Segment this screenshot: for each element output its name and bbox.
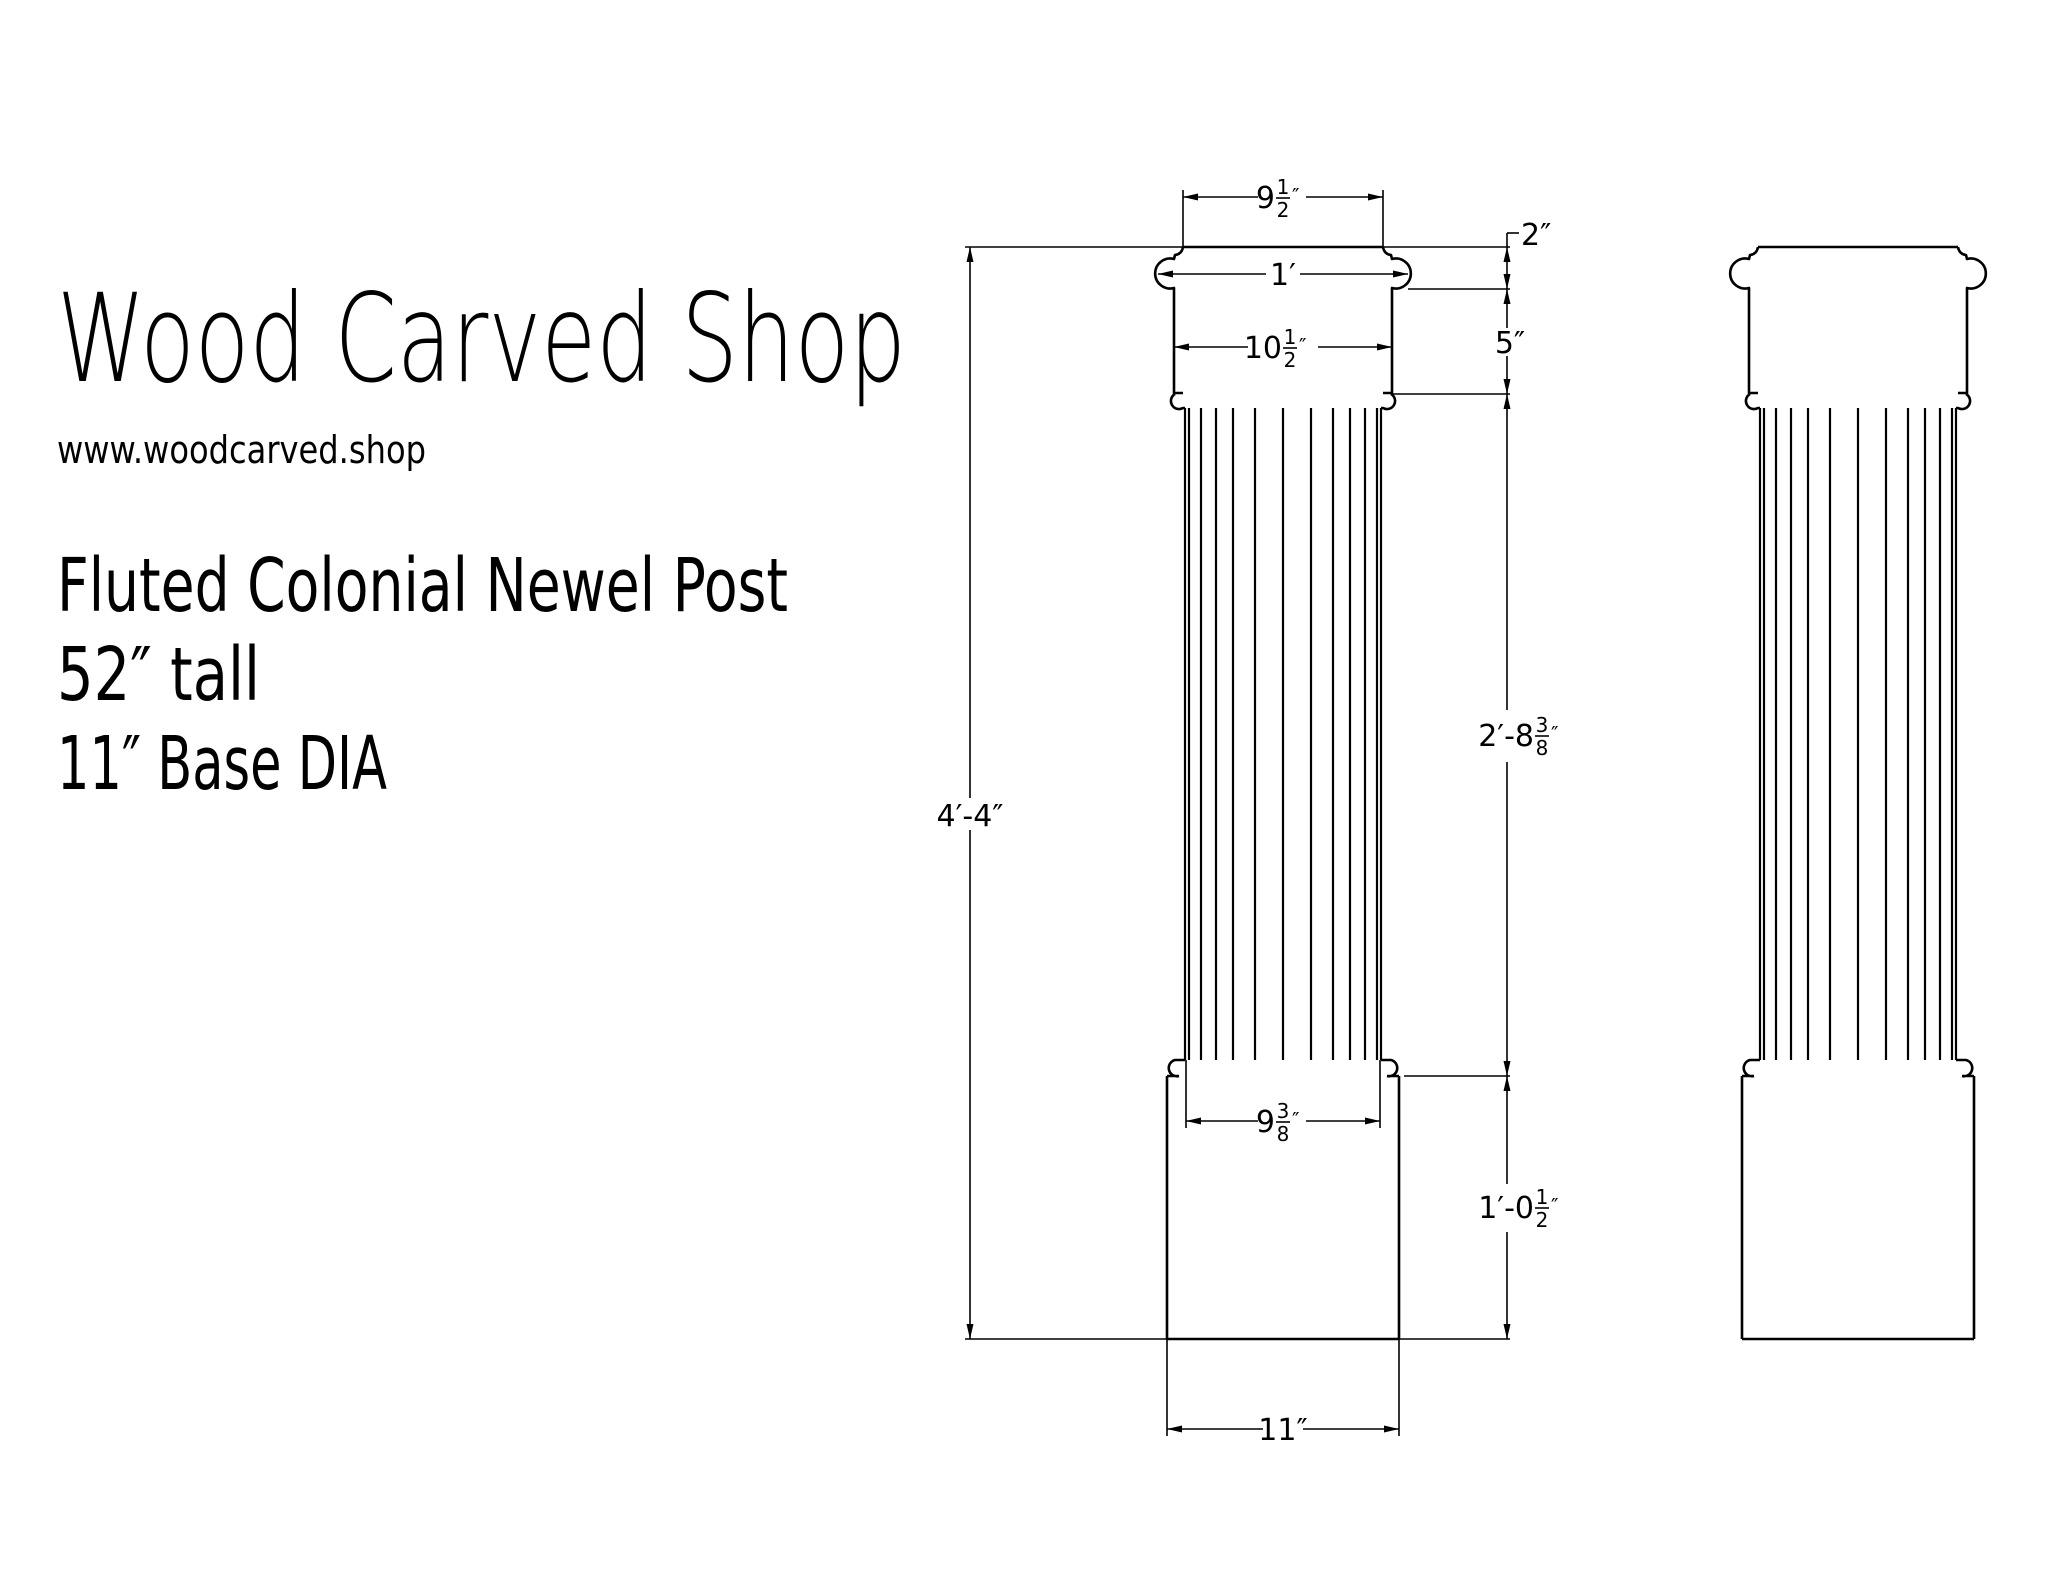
product-name: Fluted Colonial Newel Post xyxy=(57,543,788,629)
title-block: Wood Carved Shop www.woodcarved.shop Flu… xyxy=(57,268,906,807)
top-width-label-whole: 9 xyxy=(1256,181,1275,216)
cap-height-label: 2″ xyxy=(1521,218,1551,253)
shaft-height-label-denominator: 8 xyxy=(1536,736,1549,760)
left-profile xyxy=(1153,246,1185,1339)
shaft-width-label-numerator: 3 xyxy=(1277,1099,1290,1123)
arrowhead xyxy=(1174,343,1189,351)
shaft-width-label-denominator: 8 xyxy=(1277,1122,1290,1146)
arrowhead xyxy=(1377,343,1392,351)
right-profile xyxy=(1956,246,1988,1339)
base-height-label-whole: 1′-0 xyxy=(1478,1191,1534,1226)
shaft-width-label-unit: ″ xyxy=(1292,1108,1299,1132)
shaft-height-label-unit: ″ xyxy=(1551,722,1558,746)
left-profile xyxy=(1728,246,1760,1339)
arrowhead xyxy=(1503,1076,1511,1091)
top-width-label-unit: ″ xyxy=(1292,184,1299,208)
neck-width-label-whole: 10 xyxy=(1244,331,1282,366)
neck-height-label: 5″ xyxy=(1495,326,1525,361)
base-height-label-unit: ″ xyxy=(1551,1194,1558,1218)
shaft-height-label-whole: 2′-8 xyxy=(1478,719,1534,754)
arrowhead xyxy=(1186,1117,1201,1125)
base-width-label: 11″ xyxy=(1258,1413,1307,1448)
arrowhead xyxy=(1365,1117,1380,1125)
overall-height-label: 4′-4″ xyxy=(936,799,1003,834)
right-profile xyxy=(1381,246,1413,1339)
top-width-label-numerator: 1 xyxy=(1277,175,1290,199)
base-height-label-denominator: 2 xyxy=(1536,1208,1549,1232)
arrowhead xyxy=(1503,289,1511,304)
side-elevation-view xyxy=(1728,245,1988,1341)
base-note: 11″ Base DIA xyxy=(57,721,387,807)
arrowhead xyxy=(1503,274,1511,289)
top-width-label-denominator: 2 xyxy=(1277,198,1290,222)
arrowhead xyxy=(1503,379,1511,394)
arrowhead xyxy=(1167,1425,1182,1433)
arrowhead xyxy=(1368,193,1383,201)
arrowhead xyxy=(966,247,974,262)
arrowhead xyxy=(1503,1061,1511,1076)
base-height-label-numerator: 1 xyxy=(1536,1185,1549,1209)
arrowhead xyxy=(1393,270,1408,278)
arrowhead xyxy=(1183,193,1198,201)
arrowhead xyxy=(1158,270,1173,278)
cap-width-label: 1′ xyxy=(1270,258,1296,293)
shaft-width-label-whole: 9 xyxy=(1256,1105,1275,1140)
arrowhead xyxy=(1384,1425,1399,1433)
neck-width-label-denominator: 2 xyxy=(1284,348,1297,372)
arrowhead xyxy=(1503,394,1511,409)
height-note: 52″ tall xyxy=(57,632,260,718)
shaft-height-label-numerator: 3 xyxy=(1536,713,1549,737)
arrowhead xyxy=(1503,247,1511,262)
neck-width-label-unit: ″ xyxy=(1299,334,1306,358)
neck-width-label-numerator: 1 xyxy=(1284,325,1297,349)
website-text: www.woodcarved.shop xyxy=(57,428,426,472)
arrowhead xyxy=(966,1324,974,1339)
brand-title: Wood Carved Shop xyxy=(57,268,906,410)
front-elevation-view xyxy=(1153,245,1413,1341)
arrowhead xyxy=(1503,1324,1511,1339)
